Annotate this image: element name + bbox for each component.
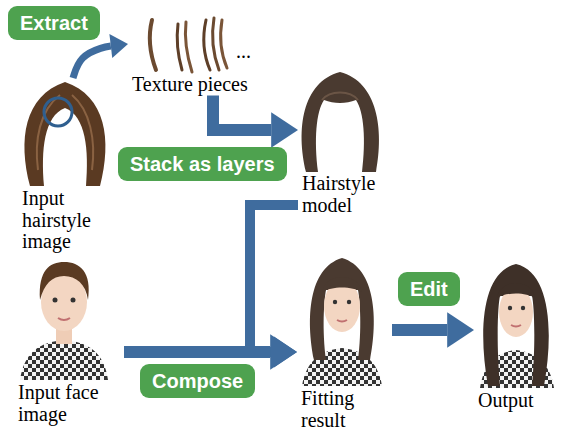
output-picture bbox=[497, 283, 535, 298]
output-picture bbox=[480, 264, 554, 388]
face-picture bbox=[20, 262, 108, 380]
caption: Output bbox=[474, 390, 562, 412]
flow-arrow bbox=[392, 312, 474, 348]
step-label: Stack as layers bbox=[118, 147, 287, 181]
hair-model-picture bbox=[302, 72, 379, 172]
ellipsis-mark: ... bbox=[236, 40, 251, 63]
arrow-head bbox=[271, 112, 298, 148]
flow-arrow bbox=[73, 34, 128, 78]
hair-picture bbox=[44, 98, 72, 126]
arrow-head bbox=[109, 34, 128, 58]
image-panel: Output bbox=[474, 258, 562, 412]
face-picture bbox=[58, 318, 70, 320]
face-picture bbox=[71, 298, 76, 303]
image-panel: Input face image bbox=[14, 254, 124, 425]
output-picture bbox=[508, 306, 512, 310]
caption: Hairstyle model bbox=[298, 173, 388, 216]
image-panel: Fitting result bbox=[297, 250, 392, 431]
hair-picture bbox=[25, 82, 106, 186]
face-picture bbox=[53, 298, 58, 303]
picture-area bbox=[14, 254, 124, 382]
fitting-picture bbox=[347, 300, 351, 304]
step-label: Compose bbox=[140, 364, 255, 398]
texture-strokes bbox=[150, 20, 156, 70]
caption: Texture pieces bbox=[128, 74, 263, 96]
image-panel: Hairstyle model bbox=[298, 68, 388, 216]
fitting-picture bbox=[333, 300, 337, 304]
texture-strokes bbox=[213, 18, 219, 70]
hair-model-picture bbox=[302, 72, 379, 172]
picture-area bbox=[18, 78, 118, 188]
fitting-picture bbox=[302, 258, 382, 386]
arrow-head bbox=[270, 334, 297, 370]
arrow-shaft bbox=[250, 205, 298, 352]
hair-picture bbox=[37, 95, 93, 170]
caption: Input hairstyle image bbox=[18, 188, 118, 253]
step-label: Edit bbox=[398, 272, 460, 306]
texture-strokes bbox=[221, 20, 227, 68]
fitting-picture bbox=[310, 258, 374, 360]
output-picture bbox=[521, 306, 525, 310]
face-picture bbox=[20, 340, 108, 380]
hair-picture bbox=[25, 82, 106, 186]
fitting-picture bbox=[337, 320, 347, 322]
texture-strokes bbox=[177, 24, 182, 70]
arrow-shaft bbox=[73, 46, 111, 78]
picture-area bbox=[297, 250, 392, 388]
fitting-picture bbox=[322, 277, 362, 292]
caption: Input face image bbox=[14, 382, 124, 425]
step-label: Extract bbox=[8, 6, 100, 40]
hair-model-picture bbox=[322, 93, 358, 101]
texture-strokes bbox=[150, 18, 227, 72]
arrow-shaft bbox=[213, 96, 271, 130]
flow-arrow bbox=[213, 96, 298, 148]
image-panel: Input hairstyle image bbox=[18, 78, 118, 253]
picture-area bbox=[298, 68, 388, 173]
arrow-shaft bbox=[124, 346, 270, 358]
face-picture bbox=[40, 262, 89, 300]
output-picture bbox=[511, 325, 521, 327]
output-picture bbox=[483, 264, 549, 386]
arrow-head bbox=[447, 312, 474, 348]
caption: Fitting result bbox=[297, 388, 392, 431]
picture-area bbox=[474, 258, 562, 390]
texture-strokes bbox=[185, 22, 192, 72]
arrow-shaft bbox=[392, 324, 447, 336]
texture-strokes bbox=[204, 20, 210, 70]
